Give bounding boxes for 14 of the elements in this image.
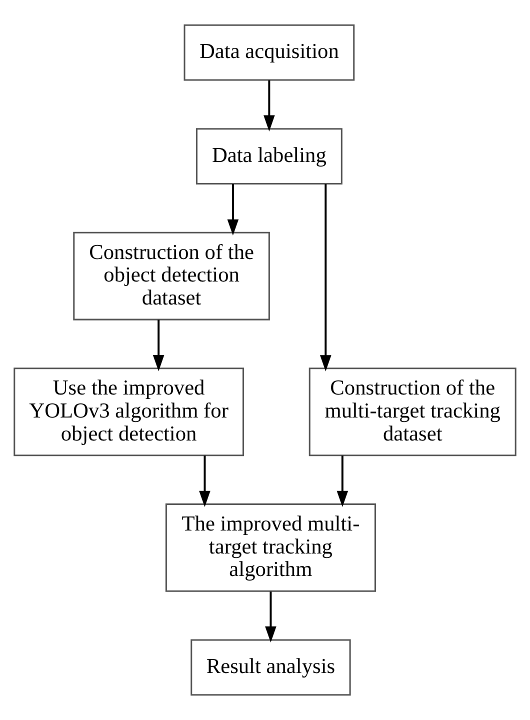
node-box: Construction of the multi-target tracking dataset (308, 368, 516, 456)
arrow (336, 456, 348, 508)
node-box: Use the improved YOLOv3 algorithm for object detection (14, 368, 244, 456)
arrow (227, 184, 239, 236)
node-box: Result analysis (190, 639, 351, 696)
node-box: Data acquisition (184, 24, 355, 81)
node-box: Construction of the object detection dataset (73, 232, 270, 320)
arrow (320, 184, 332, 372)
arrow (152, 320, 164, 372)
node-box: The improved multi-target tracking algorithm (165, 503, 376, 592)
arrow (199, 456, 210, 508)
arrow (264, 80, 275, 132)
arrow (265, 592, 276, 643)
node-box: Data labeling (196, 128, 342, 185)
